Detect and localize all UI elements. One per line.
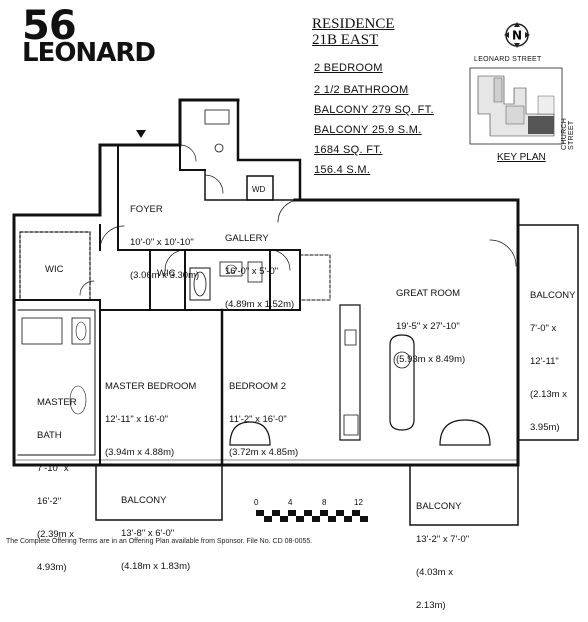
master-bath-name1: MASTER: [37, 397, 77, 408]
bedroom2-name: BEDROOM 2: [229, 381, 287, 392]
room-wic-left: WIC: [45, 264, 64, 275]
room-gallery-dim-ft: 16'-0" x 5'-0": [225, 266, 279, 277]
balcony-east-ft2: 12'-11": [530, 356, 559, 367]
balcony-se-m2: 2.13m): [416, 600, 446, 611]
logo-word: LEONARD: [22, 38, 156, 68]
key-plan-label: KEY PLAN: [497, 152, 546, 163]
footer-disclaimer: The Complete Offering Terms are in an Of…: [6, 538, 313, 545]
master-bath-name2: BATH: [37, 430, 62, 441]
balcony-south-dim-ft: 13'-8" x 6'-0": [121, 528, 175, 539]
scale-tick-4: 4: [288, 498, 293, 507]
balcony-se-dim-ft: 13'-2" x 7'-0": [416, 534, 470, 545]
room-gallery: GALLERY 16'-0" x 5'-0" (4.89m x 1.52m): [225, 211, 294, 321]
master-bedroom-dim-m: (3.94m x 4.88m): [105, 447, 175, 458]
room-wd: WD: [252, 185, 266, 194]
balcony-south-name: BALCONY: [121, 495, 167, 506]
master-bedroom-name: MASTER BEDROOM: [105, 381, 197, 392]
room-foyer-dim-ft: 10'-0" x 10'-10": [130, 237, 194, 248]
balcony-se-m1: (4.03m x: [416, 567, 453, 578]
room-great-room-name: GREAT ROOM: [396, 288, 461, 299]
room-foyer: FOYER 10'-0" x 10'-10" (3.06m x 3.30m): [130, 182, 199, 292]
room-balcony-se: BALCONY 13'-2" x 7'-0" (4.03m x 2.13m): [416, 479, 469, 622]
key-plan-diagram: [468, 66, 564, 146]
spec-area-sm: 156.4 S.M.: [314, 164, 371, 176]
bedroom2-dim-m: (3.72m x 4.85m): [229, 447, 299, 458]
room-bedroom-2: BEDROOM 2 11'-2" x 16'-0" (3.72m x 4.85m…: [229, 359, 298, 469]
balcony-south-dim-m: (4.18m x 1.83m): [121, 561, 191, 572]
master-bath-ft1: 7'-10" x: [37, 463, 69, 474]
room-balcony-south: BALCONY 13'-8" x 6'-0" (4.18m x 1.83m): [121, 473, 190, 583]
master-bath-ft2: 16'-2": [37, 496, 62, 507]
balcony-east-m2: 3.95m): [530, 422, 560, 433]
compass-icon: N: [504, 22, 530, 48]
floor-plan: [12, 98, 579, 526]
room-great-room-dim-ft: 19'-5" x 27'-10": [396, 321, 460, 332]
spec-bedroom: 2 BEDROOM: [314, 62, 383, 74]
room-foyer-name: FOYER: [130, 204, 163, 215]
balcony-east-ft1: 7'-0" x: [530, 323, 557, 334]
street-leonard: LEONARD STREET: [474, 56, 542, 63]
scale-tick-0: 0: [254, 498, 259, 507]
master-bath-m1: (2.39m x: [37, 529, 74, 540]
logo-number: 56: [22, 3, 77, 49]
master-bath-m2: 4.93m): [37, 562, 67, 573]
balcony-east-m1: (2.13m x: [530, 389, 567, 400]
room-balcony-east: BALCONY 7'-0" x 12'-11" (2.13m x 3.95m): [530, 268, 575, 444]
scale-tick-8: 8: [322, 498, 327, 507]
room-wic-center: WIC: [157, 268, 176, 279]
residence-title: RESIDENCE 21B EAST: [312, 16, 395, 48]
room-master-bath: MASTER BATH 7'-10" x 16'-2" (2.39m x 4.9…: [37, 375, 77, 584]
residence-line1: RESIDENCE: [312, 16, 395, 32]
entry-arrow-icon: [136, 130, 146, 138]
compass-letter: N: [512, 29, 522, 43]
residence-line2: 21B EAST: [312, 32, 379, 48]
spec-bathroom: 2 1/2 BATHROOM: [314, 84, 409, 96]
room-gallery-name: GALLERY: [225, 233, 269, 244]
room-foyer-dim-m: (3.06m x 3.30m): [130, 270, 200, 281]
room-master-bedroom: MASTER BEDROOM 12'-11" x 16'-0" (3.94m x…: [105, 359, 196, 469]
room-gallery-dim-m: (4.89m x 1.52m): [225, 299, 295, 310]
spec-balcony-sm: BALCONY 25.9 S.M.: [314, 124, 422, 136]
scale-bar: 0 4 8 12: [250, 498, 380, 532]
room-great-room-dim-m: (5.93m x 8.49m): [396, 354, 466, 365]
bedroom2-dim-ft: 11'-2" x 16'-0": [229, 414, 287, 425]
spec-area-sqft: 1684 SQ. FT.: [314, 144, 383, 156]
balcony-se-name: BALCONY: [416, 501, 462, 512]
scale-tick-12: 12: [354, 498, 363, 507]
spec-balcony-sqft: BALCONY 279 SQ. FT.: [314, 104, 434, 116]
room-great-room: GREAT ROOM 19'-5" x 27'-10" (5.93m x 8.4…: [396, 266, 465, 376]
balcony-east-name: BALCONY: [530, 290, 576, 301]
master-bedroom-dim-ft: 12'-11" x 16'-0": [105, 414, 169, 425]
